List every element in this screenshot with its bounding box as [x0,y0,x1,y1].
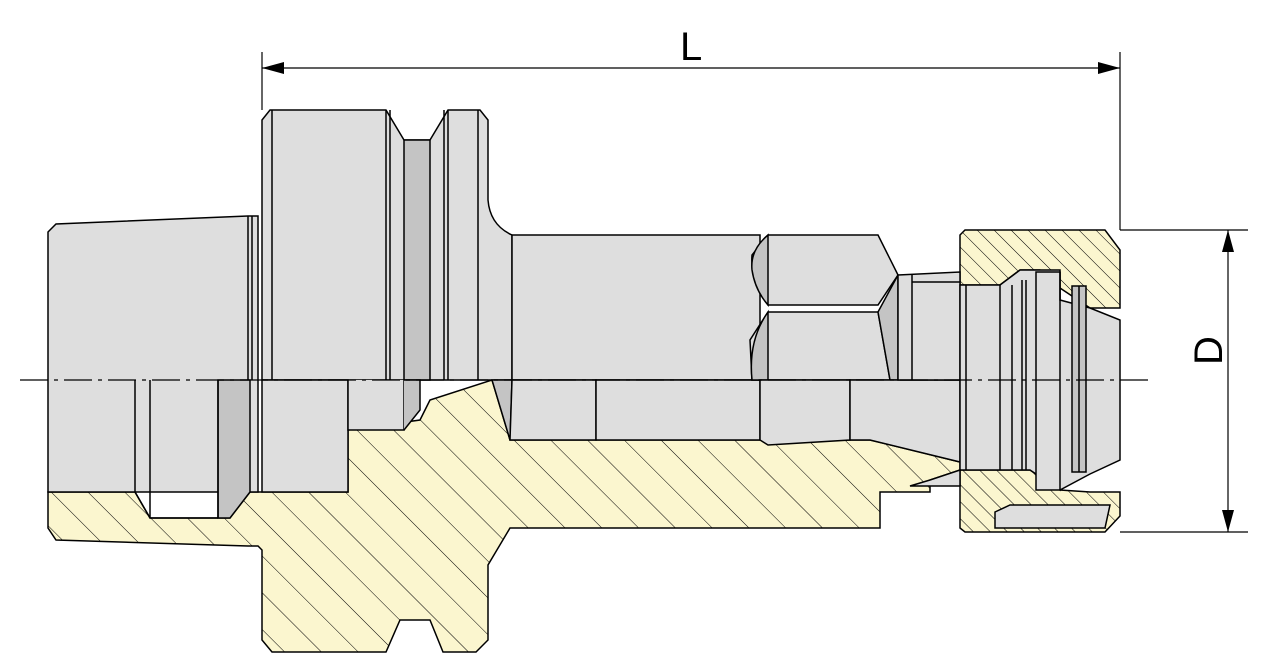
taper-shank [47,215,259,493]
dimension-L [261,52,1121,230]
neck [511,234,761,381]
flange-lower [261,379,349,493]
nut-inner-slot [994,504,1111,529]
dimension-D [1120,229,1248,533]
hex-lower [759,379,851,446]
length-label: L [680,25,702,69]
hex-flat-lower [749,311,891,381]
neck-lower [509,379,597,441]
flange-groove [403,139,431,381]
nose [897,271,961,381]
hex-flat-top [751,234,899,306]
holder-body [47,109,961,519]
flange [261,109,513,381]
hex-flat-mid [751,233,769,308]
diameter-label: D [1187,336,1231,365]
taper-shadow [217,379,251,519]
